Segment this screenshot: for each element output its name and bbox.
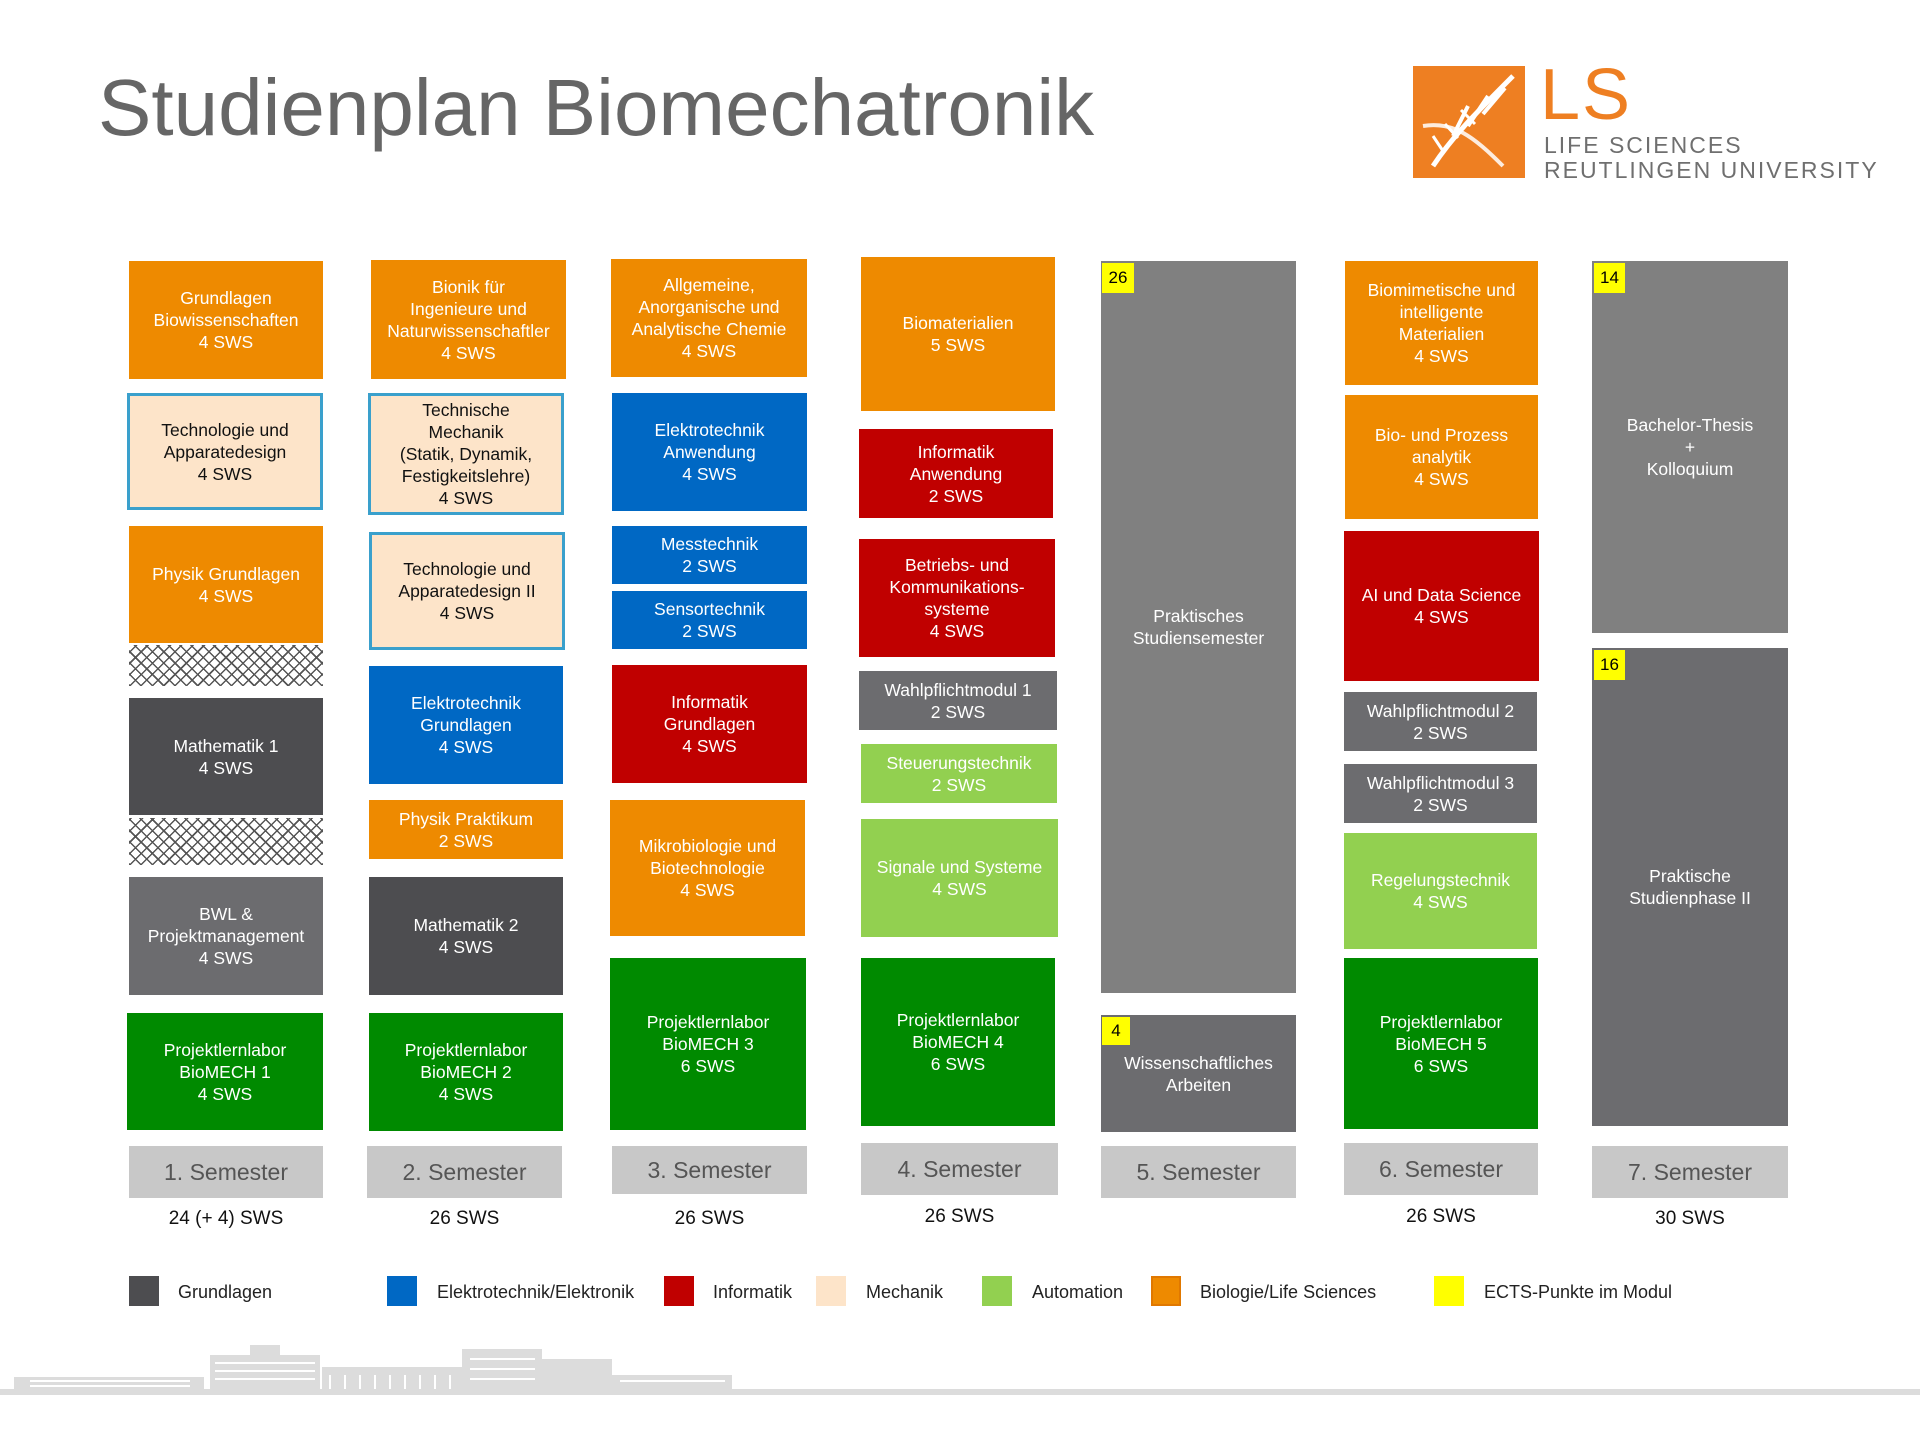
- legend-label-mechanik: Mechanik: [866, 1282, 944, 1302]
- module-bionik: Bionik für Ingenieure und Naturwissensch…: [371, 260, 566, 379]
- module-mathematik-1: Mathematik 1 4 SWS: [129, 698, 323, 815]
- legend-label-ects: ECTS-Punkte im Modul: [1484, 1282, 1673, 1302]
- module-technologie-apparatedesign: Technologie und Apparatedesign 4 SWS: [127, 393, 323, 510]
- module-physik-praktikum: Physik Praktikum 2 SWS: [369, 800, 563, 859]
- semester-label-4: 4. Semester: [861, 1143, 1058, 1195]
- hatched-gap: [129, 818, 323, 865]
- semester-label-3: 3. Semester: [612, 1146, 807, 1194]
- legend-label-automation: Automation: [1032, 1282, 1124, 1302]
- legend-swatch-biologie: [1151, 1276, 1181, 1306]
- legend-swatch-mechanik: [816, 1276, 846, 1306]
- module-bachelor-thesis: Bachelor-Thesis + Kolloquium: [1592, 261, 1788, 633]
- ects-badge: 16: [1594, 650, 1625, 680]
- module-elektrotechnik-anwendung: Elektrotechnik Anwendung 4 SWS: [612, 393, 807, 511]
- logo-line-1: LIFE SCIENCES: [1544, 132, 1743, 158]
- module-projektlernlabor-5: Projektlernlabor BioMECH 5 6 SWS: [1344, 958, 1538, 1129]
- module-wahlpflichtmodul-2: Wahlpflichtmodul 2 2 SWS: [1344, 692, 1537, 751]
- legend-label-informatik: Informatik: [713, 1282, 793, 1302]
- module-praktisches-studiensemester: Praktisches Studiensemester: [1101, 261, 1296, 993]
- semester-sws-7: 30 SWS: [1655, 1208, 1725, 1229]
- module-projektlernlabor-1: Projektlernlabor BioMECH 1 4 SWS: [127, 1013, 323, 1130]
- module-grundlagen-biowissenschaften: Grundlagen Biowissenschaften 4 SWS: [129, 261, 323, 379]
- module-regelungstechnik: Regelungstechnik 4 SWS: [1344, 833, 1537, 949]
- semester-sws-1: 24 (+ 4) SWS: [168, 1208, 284, 1229]
- semester-label-1: 1. Semester: [129, 1146, 323, 1198]
- module-projektlernlabor-3: Projektlernlabor BioMECH 3 6 SWS: [610, 958, 806, 1130]
- module-elektrotechnik-grundlagen: Elektrotechnik Grundlagen 4 SWS: [369, 666, 563, 784]
- semester-sws-6: 26 SWS: [1406, 1206, 1476, 1227]
- ects-badge: 26: [1102, 263, 1134, 293]
- logo-ls-text: LS: [1540, 55, 1633, 135]
- leaf-dna-logo-icon: [1413, 66, 1525, 178]
- semester-label-5: 5. Semester: [1101, 1146, 1296, 1198]
- semester-sws-4: 26 SWS: [924, 1206, 995, 1227]
- semester-sws-2: 26 SWS: [429, 1208, 500, 1229]
- semester-label-7: 7. Semester: [1592, 1146, 1788, 1198]
- ects-badge: 4: [1102, 1017, 1130, 1045]
- module-messtechnik: Messtechnik 2 SWS: [612, 526, 807, 584]
- module-mikrobiologie: Mikrobiologie und Biotechnologie 4 SWS: [610, 800, 805, 936]
- module-projektlernlabor-2: Projektlernlabor BioMECH 2 4 SWS: [369, 1013, 563, 1131]
- module-biomimetische-materialien: Biomimetische und intelligente Materiali…: [1345, 261, 1538, 385]
- semester-label-2: 2. Semester: [367, 1146, 562, 1198]
- legend-label-grundlagen: Grundlagen: [178, 1282, 273, 1302]
- module-ai-data-science: AI und Data Science 4 SWS: [1344, 531, 1539, 681]
- module-wahlpflichtmodul-3: Wahlpflichtmodul 3 2 SWS: [1344, 764, 1537, 823]
- hatched-gap: [129, 645, 323, 686]
- ects-badge: 14: [1594, 263, 1625, 293]
- module-steuerungstechnik: Steuerungstechnik 2 SWS: [861, 744, 1057, 803]
- module-projektlernlabor-4: Projektlernlabor BioMECH 4 6 SWS: [861, 958, 1055, 1126]
- module-sensortechnik: Sensortechnik 2 SWS: [612, 591, 807, 649]
- module-technologie-apparatedesign-2: Technologie und Apparatedesign II 4 SWS: [369, 532, 565, 650]
- module-mathematik-2: Mathematik 2 4 SWS: [369, 877, 563, 995]
- legend-swatch-ects: [1434, 1276, 1464, 1306]
- module-technische-mechanik: Technische Mechanik (Statik, Dynamik, Fe…: [368, 393, 564, 515]
- legend-label-elektrotechnik: Elektrotechnik/Elektronik: [437, 1282, 635, 1302]
- semester-sws-3: 26 SWS: [674, 1208, 745, 1229]
- module-wissenschaftliches-arbeiten: Wissenschaftliches Arbeiten: [1101, 1015, 1296, 1132]
- legend-swatch-grundlagen: [129, 1276, 159, 1306]
- campus-skyline-icon: [0, 1345, 1920, 1395]
- module-bio-prozessanalytik: Bio- und Prozess analytik 4 SWS: [1345, 395, 1538, 519]
- module-physik-grundlagen: Physik Grundlagen 4 SWS: [129, 526, 323, 643]
- legend-label-biologie: Biologie/Life Sciences: [1200, 1282, 1377, 1302]
- semester-label-6: 6. Semester: [1344, 1143, 1538, 1195]
- page-title: Studienplan Biomechatronik: [98, 63, 1095, 152]
- module-wahlpflichtmodul-1: Wahlpflichtmodul 1 2 SWS: [859, 671, 1057, 730]
- module-informatik-anwendung: Informatik Anwendung 2 SWS: [859, 429, 1053, 518]
- module-informatik-grundlagen: Informatik Grundlagen 4 SWS: [612, 665, 807, 783]
- module-praktische-studienphase-2: Praktische Studienphase II: [1592, 648, 1788, 1126]
- legend-swatch-elektrotechnik: [387, 1276, 417, 1306]
- legend-swatch-informatik: [664, 1276, 694, 1306]
- module-bwl-projektmanagement: BWL & Projektmanagement 4 SWS: [129, 877, 323, 995]
- module-chemie: Allgemeine, Anorganische und Analytische…: [611, 259, 807, 377]
- legend-swatch-automation: [982, 1276, 1012, 1306]
- module-signale-systeme: Signale und Systeme 4 SWS: [861, 819, 1058, 937]
- logo-line-2: REUTLINGEN UNIVERSITY: [1544, 157, 1879, 183]
- module-biomaterialien: Biomaterialien 5 SWS: [861, 257, 1055, 411]
- module-betriebs-kommunikationssysteme: Betriebs- und Kommunikations- systeme 4 …: [859, 539, 1055, 657]
